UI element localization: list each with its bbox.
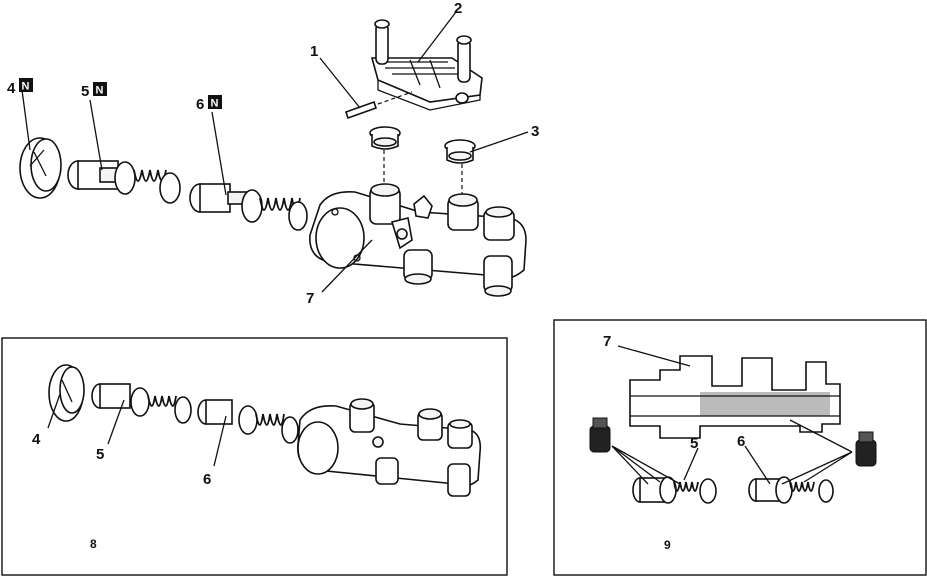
panel-8-frame <box>1 337 508 576</box>
cup-left <box>589 417 611 453</box>
label-part-1: 1 <box>310 43 318 60</box>
pin-part <box>344 91 413 120</box>
panel-8-label-5: 5 <box>96 446 104 463</box>
n-mark-6: N <box>211 98 219 110</box>
panel-9-caption: 9 <box>664 538 671 552</box>
grommet-right <box>444 139 476 164</box>
panel-9: 7 5 6 9 <box>553 319 927 576</box>
n-mark-box-5 <box>93 82 107 96</box>
cup-right <box>855 431 877 467</box>
panel-9-label-6: 6 <box>737 433 745 450</box>
n-mark-4: N <box>22 81 30 93</box>
label-part-3: 3 <box>531 123 539 140</box>
panel-8-label-6: 6 <box>203 471 211 488</box>
secondary-piston <box>189 183 308 231</box>
panel-9-piston-5 <box>632 476 717 504</box>
cylinder-body <box>309 183 527 297</box>
panel-9-piston-6 <box>748 476 834 504</box>
grommet-left <box>369 126 401 150</box>
n-mark-box-4 <box>19 78 33 92</box>
main-exploded-view: 4 N 5 N 6 N 1 2 3 7 <box>7 0 539 307</box>
panel-8-caption: 8 <box>90 537 97 551</box>
primary-piston <box>67 160 181 204</box>
panel-8: 4 5 6 8 <box>1 337 508 576</box>
reservoir-part <box>370 19 483 111</box>
panel-8-label-4: 4 <box>32 431 41 448</box>
label-part-6: 6 <box>196 96 204 113</box>
panel-9-label-7: 7 <box>603 333 611 350</box>
boot-part <box>19 137 62 199</box>
panel-9-frame <box>553 319 927 576</box>
panel-9-label-5: 5 <box>690 435 698 452</box>
label-part-2: 2 <box>454 0 462 17</box>
n-mark-5: N <box>96 85 104 97</box>
n-mark-box-6 <box>208 95 222 109</box>
label-part-4: 4 <box>7 80 16 97</box>
label-part-7: 7 <box>306 290 314 307</box>
label-part-5: 5 <box>81 83 89 100</box>
